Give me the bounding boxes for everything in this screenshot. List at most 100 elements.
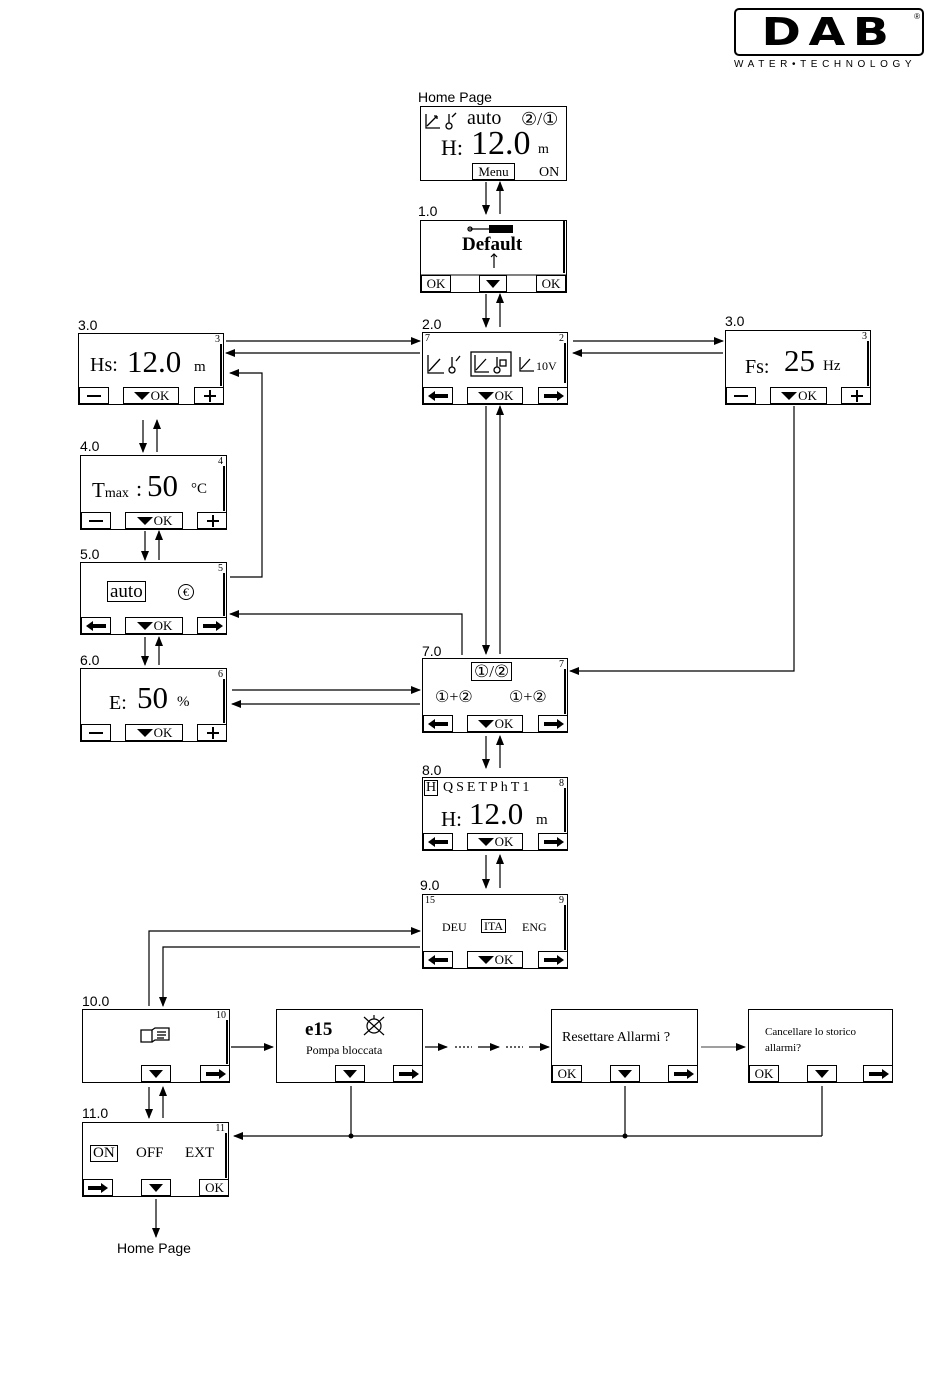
- down-ok-button[interactable]: OK: [125, 512, 183, 529]
- mode-icons: [425, 112, 457, 130]
- left-arrow-button[interactable]: [423, 833, 453, 850]
- screen-reset-alarms: Resettare Allarmi ? OK: [551, 1009, 698, 1083]
- dab-logo: DAB ® WATER•TECHNOLOGY: [734, 8, 924, 70]
- left-arrow-button[interactable]: [423, 951, 453, 968]
- option-off[interactable]: OFF: [136, 1145, 164, 1161]
- left-arrow-button[interactable]: [423, 387, 453, 404]
- down-button[interactable]: [479, 275, 507, 292]
- monitor-tabs[interactable]: QSETPhT1: [443, 780, 533, 795]
- thermometer-icon: [445, 122, 453, 130]
- triangle-down-icon: [133, 391, 150, 400]
- home-pumps: ②/①: [521, 109, 559, 129]
- down-ok-button[interactable]: OK: [125, 617, 183, 634]
- bottom-bar: [83, 1065, 229, 1082]
- ok-button[interactable]: OK: [552, 1065, 582, 1082]
- pumps-option-1[interactable]: ①+②: [435, 689, 473, 706]
- hs-unit: m: [194, 359, 206, 375]
- arrow-right-icon: [543, 836, 564, 847]
- ok-button[interactable]: OK: [749, 1065, 779, 1082]
- lang-eng[interactable]: ENG: [522, 920, 547, 934]
- junction-dot-1: [348, 1133, 354, 1139]
- label-screen-10: 10.0: [82, 993, 110, 1009]
- menu-button[interactable]: Menu: [472, 163, 515, 180]
- down-ok-button[interactable]: OK: [125, 724, 183, 741]
- right-arrow-button[interactable]: [668, 1065, 697, 1082]
- right-arrow-button[interactable]: [863, 1065, 892, 1082]
- label-screen-5: 5.0: [80, 546, 100, 562]
- scrollbar: [564, 905, 566, 950]
- right-arrow-button[interactable]: [538, 387, 567, 404]
- minus-button[interactable]: [81, 724, 111, 741]
- home-h-label: H:: [441, 135, 463, 160]
- down-ok-button[interactable]: OK: [770, 387, 827, 404]
- plus-button[interactable]: [197, 724, 226, 741]
- lang-ita[interactable]: ITA: [481, 919, 507, 933]
- bottom-bar: [277, 1065, 422, 1082]
- down-button[interactable]: [141, 1065, 171, 1082]
- option-on[interactable]: ON: [90, 1145, 118, 1162]
- screen-tmax: 4 Tmax : 50 °C OK: [80, 455, 227, 530]
- right-arrow-button[interactable]: [197, 617, 226, 634]
- mode-opt3-label: 10V: [536, 359, 557, 373]
- bottom-bar: OK: [81, 724, 226, 741]
- down-ok-button[interactable]: OK: [467, 833, 523, 850]
- scrollbar: [223, 573, 225, 616]
- down-button[interactable]: [141, 1179, 171, 1196]
- minus-button[interactable]: [726, 387, 756, 404]
- screen-language: 15 9 DEU ITA ENG OK: [422, 894, 568, 969]
- down-button[interactable]: [335, 1065, 365, 1082]
- scrollbar: [867, 341, 869, 386]
- down-button[interactable]: [807, 1065, 837, 1082]
- arrow-right-icon: [543, 718, 564, 729]
- down-ok-button[interactable]: OK: [467, 387, 523, 404]
- left-arrow-button[interactable]: [423, 715, 453, 732]
- right-arrow-button[interactable]: [83, 1179, 113, 1196]
- plus-button[interactable]: [194, 387, 223, 404]
- tmax-value: 50: [147, 468, 178, 503]
- lang-deu[interactable]: DEU: [442, 920, 467, 934]
- ok-button-right[interactable]: OK: [536, 275, 566, 292]
- option-ext[interactable]: EXT: [185, 1145, 215, 1161]
- arrow-right-icon: [543, 390, 564, 401]
- screen-monitor: 8 H QSETPhT1 H: 12.0 m OK: [422, 777, 568, 851]
- energy-label: E:: [109, 692, 127, 714]
- left-arrow-button[interactable]: [81, 617, 111, 634]
- down-ok-button[interactable]: OK: [123, 387, 179, 404]
- ok-button-left[interactable]: OK: [421, 275, 451, 292]
- screen-home[interactable]: auto ②/① H: 12.0 m Menu ON: [420, 106, 567, 181]
- arrow-left-icon: [86, 620, 106, 631]
- updown-icon: [490, 253, 498, 268]
- pumps-option-2[interactable]: ①+②: [509, 689, 547, 706]
- triangle-down-icon: [477, 719, 494, 728]
- right-arrow-button[interactable]: [538, 833, 567, 850]
- bottom-bar: OK: [749, 1065, 892, 1082]
- left-index: 7: [425, 333, 430, 344]
- junction-dot-2: [622, 1133, 628, 1139]
- auto-value[interactable]: auto: [107, 581, 146, 602]
- arrow-5-to-3l: [229, 369, 263, 578]
- minus-button[interactable]: [81, 512, 111, 529]
- scrollbar: [226, 1020, 228, 1064]
- ok-button[interactable]: OK: [199, 1179, 228, 1196]
- page-number: 7: [559, 659, 564, 670]
- arrow-10-to-9: [148, 927, 421, 1006]
- plus-button[interactable]: [841, 387, 870, 404]
- bottom-bar: OK: [81, 512, 226, 529]
- logo-tagline: WATER•TECHNOLOGY: [734, 59, 917, 70]
- down-button[interactable]: [610, 1065, 640, 1082]
- tab-h[interactable]: H: [424, 780, 439, 796]
- right-arrow-button[interactable]: [538, 951, 567, 968]
- arrow-right-icon: [88, 1182, 108, 1193]
- scrollbar: [223, 679, 225, 723]
- fs-label: Fs:: [745, 356, 770, 378]
- label-screen-4: 4.0: [80, 438, 100, 454]
- right-arrow-button[interactable]: [538, 715, 567, 732]
- down-ok-button[interactable]: OK: [467, 715, 523, 732]
- plus-button[interactable]: [197, 512, 226, 529]
- minus-button[interactable]: [79, 387, 109, 404]
- screen-hs: 3 Hs: 12.0 m OK: [78, 333, 224, 405]
- right-arrow-button[interactable]: [393, 1065, 422, 1082]
- pumps-selected[interactable]: ①/②: [471, 662, 513, 681]
- down-ok-button[interactable]: OK: [467, 951, 523, 968]
- right-arrow-button[interactable]: [200, 1065, 229, 1082]
